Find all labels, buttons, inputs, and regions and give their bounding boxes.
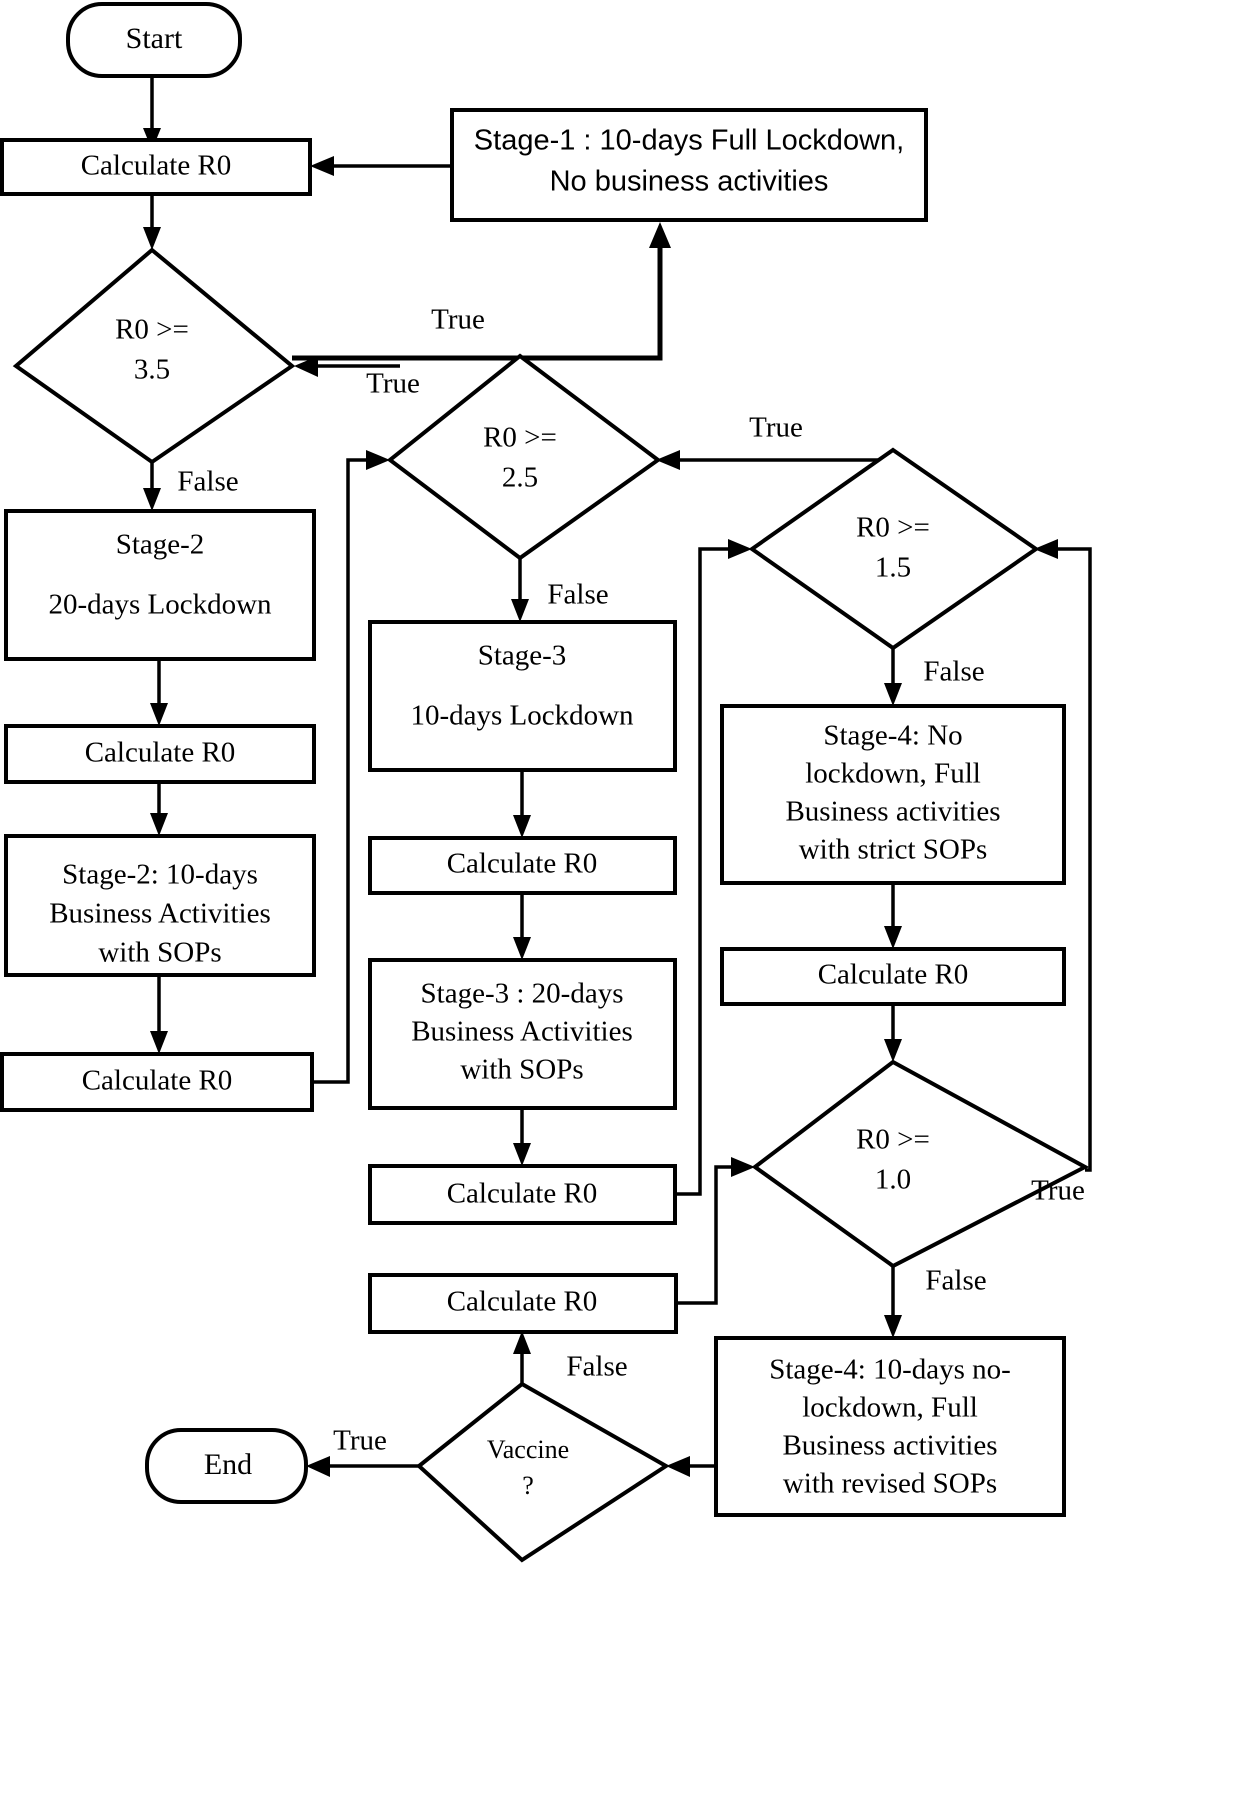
edge-label-false-dec15: False xyxy=(923,656,984,688)
node-calculate-r0-6[interactable]: Calculate R0 xyxy=(720,947,1066,1006)
node-stage-2-lockdown-line1: Stage-2 xyxy=(116,529,205,561)
edge-dec35-false-to-stage2a xyxy=(143,462,161,511)
node-decision-r0-ge-2-5-line1: R0 >= xyxy=(483,422,557,454)
edge-label-false-dec10: False xyxy=(925,1265,986,1297)
node-decision-r0-ge-1-5[interactable]: R0 >= 1.5 xyxy=(748,447,1040,651)
node-calculate-r0-2[interactable]: Calculate R0 xyxy=(4,724,316,784)
node-decision-r0-ge-3-5-line2: 3.5 xyxy=(134,354,170,386)
node-decision-r0-ge-1-0-line2: 1.0 xyxy=(875,1164,911,1196)
edge-dec10-true-to-dec15 xyxy=(1034,539,1092,1172)
node-decision-r0-ge-3-5-line1: R0 >= xyxy=(115,314,189,346)
edge-vaccine-false-to-calc7 xyxy=(513,1331,531,1384)
edge-stage3a-to-calc4 xyxy=(513,770,531,838)
edge-calc3-to-dec25 xyxy=(312,450,390,1084)
edge-dec35-true-to-stage1 xyxy=(292,222,671,361)
edge-label-false-dec25: False xyxy=(547,579,608,611)
node-decision-r0-ge-3-5[interactable]: R0 >= 3.5 xyxy=(12,247,296,465)
edge-label-true-vaccine-end: True xyxy=(333,1425,387,1457)
node-stage-4-no-lockdown[interactable]: Stage-4: No lockdown, Full Business acti… xyxy=(720,704,1066,885)
edge-stage2b-to-calc3 xyxy=(150,975,168,1054)
edge-dec25-false-to-stage3a xyxy=(511,558,529,622)
node-stage-4-10-days-line2: lockdown, Full xyxy=(802,1392,978,1424)
node-stage-4-10-days-line3: Business activities xyxy=(782,1430,997,1462)
node-stage-4-10-days-no-lockdown[interactable]: Stage-4: 10-days no- lockdown, Full Busi… xyxy=(714,1336,1066,1517)
node-stage-2-business-line1: Stage-2: 10-days xyxy=(62,859,258,891)
edge-label-true-dec35-stage1: True xyxy=(431,304,485,336)
edge-dec10-false-to-stage4b xyxy=(884,1266,902,1338)
edge-calc2-to-stage2b xyxy=(150,782,168,836)
edge-calc6-to-dec10 xyxy=(884,1003,902,1062)
node-stage-3-business-line3: with SOPs xyxy=(460,1054,583,1086)
node-calculate-r0-5-label: Calculate R0 xyxy=(447,1178,598,1210)
node-stage-3-business-line1: Stage-3 : 20-days xyxy=(421,978,624,1010)
node-calculate-r0-6-label: Calculate R0 xyxy=(818,959,969,991)
node-decision-r0-ge-2-5-line2: 2.5 xyxy=(502,462,538,494)
edge-calc7-to-dec10 xyxy=(676,1157,755,1305)
node-stage-2-lockdown-line2: 20-days Lockdown xyxy=(48,589,272,621)
node-stage-3-lockdown-line2: 10-days Lockdown xyxy=(410,700,634,732)
node-end[interactable]: End xyxy=(145,1428,308,1504)
edge-stage1-to-calc1 xyxy=(310,156,452,176)
node-calculate-r0-2-label: Calculate R0 xyxy=(85,737,236,769)
node-stage-4-10-days-line4: with revised SOPs xyxy=(783,1468,997,1500)
node-stage-2-business-line3: with SOPs xyxy=(98,937,221,969)
node-decision-r0-ge-1-0-line1: R0 >= xyxy=(856,1124,930,1156)
node-decision-r0-ge-2-5[interactable]: R0 >= 2.5 xyxy=(386,353,662,561)
node-stage-1-line1: Stage-1 : 10-days Full Lockdown, xyxy=(474,125,904,157)
edge-stage2a-to-calc2 xyxy=(150,659,168,726)
node-stage-3-business-line2: Business Activities xyxy=(411,1016,633,1048)
node-calculate-r0-1-label: Calculate R0 xyxy=(81,150,232,182)
node-decision-vaccine[interactable]: Vaccine ? xyxy=(415,1381,670,1563)
node-decision-r0-ge-1-5-line2: 1.5 xyxy=(875,552,911,584)
node-start[interactable]: Start xyxy=(66,2,242,78)
edge-dec15-false-to-stage4a xyxy=(884,648,902,706)
node-start-label: Start xyxy=(126,22,183,55)
node-stage-3-lockdown[interactable]: Stage-3 10-days Lockdown xyxy=(368,620,677,772)
edge-calc5-to-dec15 xyxy=(676,539,752,1196)
node-decision-vaccine-line2: ? xyxy=(522,1471,534,1500)
node-calculate-r0-7-label: Calculate R0 xyxy=(447,1286,598,1318)
node-stage-4-no-lockdown-line1: Stage-4: No xyxy=(823,720,962,752)
node-stage-4-10-days-line1: Stage-4: 10-days no- xyxy=(769,1354,1011,1386)
node-stage-4-no-lockdown-line4: with strict SOPs xyxy=(799,834,988,866)
node-stage-1[interactable]: Stage-1 : 10-days Full Lockdown, No busi… xyxy=(450,108,928,222)
node-stage-3-business[interactable]: Stage-3 : 20-days Business Activities wi… xyxy=(368,958,677,1110)
node-end-label: End xyxy=(204,1448,252,1481)
node-stage-1-line2: No business activities xyxy=(550,166,829,198)
node-calculate-r0-4-label: Calculate R0 xyxy=(447,848,598,880)
node-decision-r0-ge-1-0[interactable]: R0 >= 1.0 xyxy=(751,1059,1090,1269)
node-calculate-r0-1[interactable]: Calculate R0 xyxy=(0,138,312,196)
node-stage-2-business-line2: Business Activities xyxy=(49,898,271,930)
node-calculate-r0-3[interactable]: Calculate R0 xyxy=(0,1052,314,1112)
edge-label-true-dec25-dec35: True xyxy=(366,368,420,400)
edge-calc1-to-dec35 xyxy=(143,193,161,250)
node-decision-r0-ge-1-5-line1: R0 >= xyxy=(856,512,930,544)
edge-label-false-vaccine: False xyxy=(566,1351,627,1383)
edge-label-true-dec15-dec25: True xyxy=(749,412,803,444)
node-stage-3-lockdown-line1: Stage-3 xyxy=(478,640,567,672)
edge-dec25-true-to-dec35 xyxy=(294,356,400,377)
node-calculate-r0-4[interactable]: Calculate R0 xyxy=(368,836,677,895)
node-stage-2-business[interactable]: Stage-2: 10-days Business Activities wit… xyxy=(4,834,316,977)
edge-stage3b-to-calc5 xyxy=(513,1108,531,1166)
node-calculate-r0-3-label: Calculate R0 xyxy=(82,1065,233,1097)
edge-stage4a-to-calc6 xyxy=(884,882,902,949)
edge-stage4b-to-vaccine xyxy=(666,1456,716,1477)
node-calculate-r0-5[interactable]: Calculate R0 xyxy=(368,1164,677,1225)
edge-calc4-to-stage3b xyxy=(513,893,531,960)
node-decision-vaccine-line1: Vaccine xyxy=(487,1435,569,1464)
node-stage-4-no-lockdown-line3: Business activities xyxy=(785,796,1000,828)
edge-label-true-dec10-dec15: True xyxy=(1031,1175,1085,1207)
edge-label-false-dec35: False xyxy=(177,466,238,498)
edge-dec15-true-to-dec25 xyxy=(656,450,893,470)
node-stage-2-lockdown[interactable]: Stage-2 20-days Lockdown xyxy=(4,509,316,661)
node-stage-4-no-lockdown-line2: lockdown, Full xyxy=(805,758,981,790)
node-calculate-r0-7[interactable]: Calculate R0 xyxy=(368,1273,678,1334)
edge-vaccine-true-to-end xyxy=(306,1456,419,1477)
